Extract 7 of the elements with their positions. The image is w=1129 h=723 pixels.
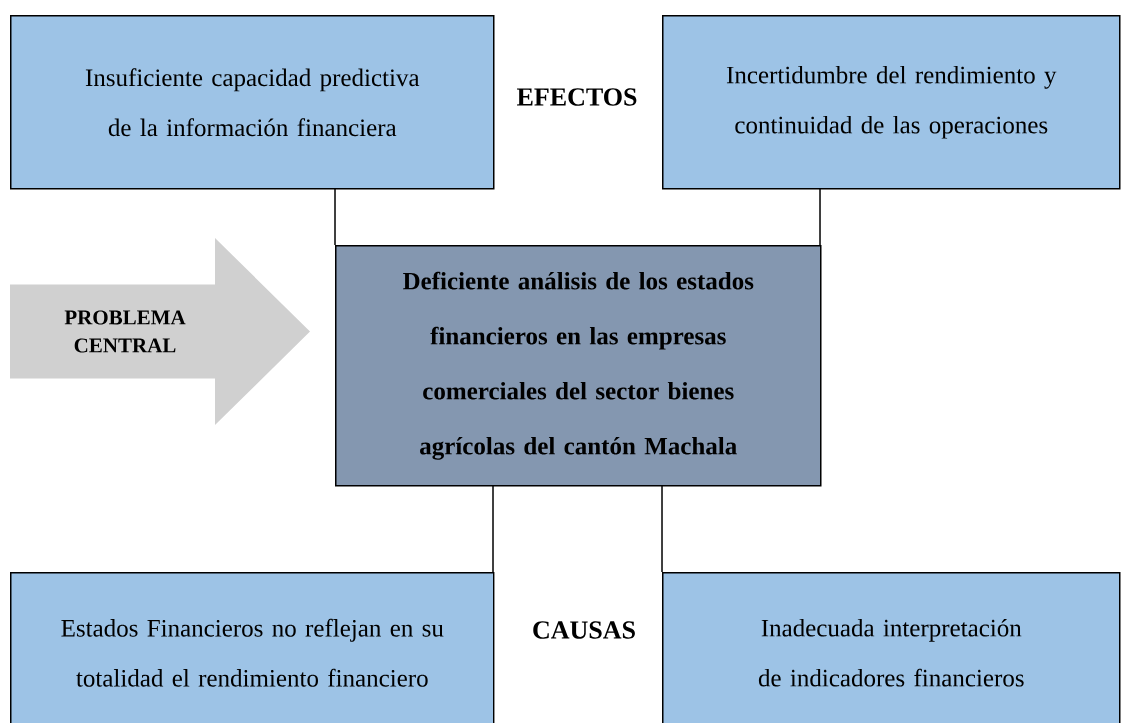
cause-box: Inadecuada interpretación de indicadores financieros xyxy=(662,572,1121,723)
section-heading: CAUSAS xyxy=(533,621,635,639)
effect-box: Incertidumbre del rendimiento y continuidad de las operaciones xyxy=(662,15,1121,190)
problem-box: Deficiente análisis de los estados financieros en las empresas comerciales del sector bienes agrícolas del cantón Machala xyxy=(335,245,822,487)
section-heading: EFECTOS xyxy=(517,88,637,106)
effect-box: Insuficiente capacidad predictiva de la información financiera xyxy=(10,15,495,190)
cause-box: Estados Financieros no reflejan en su totalidad el rendimiento financiero xyxy=(10,572,495,723)
